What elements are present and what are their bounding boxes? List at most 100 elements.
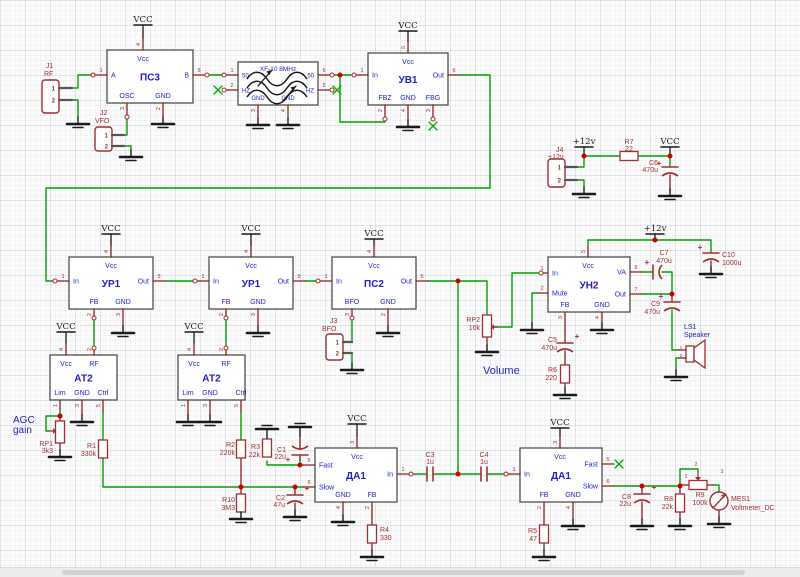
label-j2[interactable]: J2 — [100, 110, 108, 117]
label-c6[interactable]: C6 — [649, 160, 658, 167]
ground-symbol[interactable] — [245, 325, 271, 338]
label-c3[interactable]: C3 — [426, 452, 435, 459]
label-c10-value[interactable]: 1000u — [722, 260, 742, 267]
resistor-r7[interactable] — [619, 150, 639, 162]
label-volume[interactable]: Volume — [483, 365, 520, 377]
cap-c10[interactable]: + — [698, 243, 720, 263]
label-r9-value[interactable]: 100k — [692, 500, 708, 507]
resistor-r4[interactable] — [366, 524, 378, 544]
connector-j1[interactable]: 12 — [41, 79, 74, 114]
label-r4-value[interactable]: 330 — [380, 535, 392, 542]
label-c8-value[interactable]: 22u — [619, 501, 631, 508]
cap-c9[interactable]: + — [659, 292, 681, 312]
label-c4-value[interactable]: 1u — [480, 459, 488, 466]
ground-symbol[interactable] — [118, 149, 144, 162]
ground-symbol[interactable] — [531, 549, 557, 562]
label-c3-value[interactable]: 1u — [426, 459, 434, 466]
label-c7-value[interactable]: 470u — [656, 258, 672, 265]
wire[interactable] — [675, 357, 680, 371]
voltmeter-mes1[interactable] — [709, 491, 729, 511]
ground-symbol[interactable] — [698, 266, 724, 279]
ground-symbol[interactable] — [287, 422, 313, 437]
label-rp1-value[interactable]: 3k3 — [42, 448, 53, 455]
ground-symbol[interactable] — [47, 449, 73, 462]
label-mes1-value[interactable]: Voltmeter_DC — [731, 505, 775, 512]
label-r6[interactable]: R6 — [548, 367, 557, 374]
cap-c1[interactable]: + — [286, 445, 309, 464]
ground-symbol[interactable] — [667, 518, 693, 531]
label-r4[interactable]: R4 — [380, 527, 389, 534]
vcc-flag[interactable]: VCC — [397, 21, 418, 42]
pot-rp2[interactable] — [481, 314, 499, 338]
ground-symbol[interactable] — [589, 322, 615, 335]
resistor-r2[interactable] — [235, 439, 247, 459]
label-r8[interactable]: R8 — [664, 496, 673, 503]
vcc-flag[interactable]: VCC — [100, 224, 121, 246]
label-r7[interactable]: R7 — [625, 139, 634, 146]
wire[interactable] — [492, 272, 540, 328]
label-r10[interactable]: R10 — [222, 497, 235, 504]
wire[interactable] — [71, 99, 79, 118]
label-rp2[interactable]: RP2 — [466, 317, 480, 324]
label-ls1[interactable]: LS1 — [684, 324, 697, 331]
cap-c4[interactable] — [480, 466, 488, 482]
cap-c5[interactable]: + — [556, 332, 580, 353]
ground-symbol[interactable] — [110, 325, 136, 338]
label-j1-value[interactable]: RF — [44, 71, 53, 78]
label-agc-1[interactable]: AGC — [13, 415, 35, 426]
wire[interactable] — [679, 468, 699, 487]
ground-symbol[interactable] — [375, 325, 401, 338]
wire[interactable] — [123, 118, 128, 136]
label-c9[interactable]: C9 — [651, 301, 660, 308]
wire[interactable] — [712, 484, 720, 493]
ground-symbol[interactable] — [65, 116, 91, 129]
label-c1[interactable]: C1 — [277, 447, 286, 454]
label-r1-value[interactable]: 330k — [81, 451, 97, 458]
label-r6-value[interactable]: 220 — [545, 375, 557, 382]
label-r2[interactable]: R2 — [226, 442, 235, 449]
ground-symbol[interactable] — [339, 362, 365, 375]
label-c8[interactable]: C8 — [622, 494, 631, 501]
label-j2-value[interactable]: VFO — [95, 118, 110, 125]
label-c6-value[interactable]: 470u — [642, 167, 658, 174]
label-c2-value[interactable]: 47u — [273, 502, 285, 509]
vcc-flag[interactable]: VCC — [240, 224, 261, 246]
wire[interactable] — [531, 292, 539, 324]
ground-symbol[interactable] — [150, 116, 176, 129]
label-c5-value[interactable]: 470u — [541, 345, 557, 352]
ground-symbol[interactable] — [474, 344, 500, 357]
pot-r9[interactable] — [688, 471, 708, 491]
wire[interactable] — [71, 74, 93, 89]
ground-symbol[interactable] — [275, 117, 301, 130]
label-r2-value[interactable]: 220k — [220, 450, 236, 457]
label-r3-value[interactable]: 22k — [249, 452, 261, 459]
label-r1[interactable]: R1 — [87, 443, 96, 450]
label-r9[interactable]: R9 — [696, 492, 705, 499]
ground-symbol[interactable] — [560, 518, 586, 531]
wire[interactable] — [266, 460, 304, 466]
wire[interactable] — [576, 155, 585, 168]
ground-symbol[interactable] — [629, 518, 655, 531]
ground-symbol[interactable] — [663, 369, 689, 382]
resistor-r1[interactable] — [97, 439, 109, 459]
ground-symbol[interactable] — [254, 424, 280, 439]
connector-j2[interactable]: 12 — [94, 126, 126, 152]
vcc-flag[interactable]: VCC — [132, 15, 153, 39]
ground-symbol[interactable] — [519, 322, 545, 335]
label-j4-value[interactable]: +12v — [548, 154, 564, 161]
plus12v-flag[interactable]: +12v — [573, 137, 596, 157]
ground-symbol[interactable] — [245, 117, 271, 130]
label-agc-2[interactable]: gain — [13, 425, 32, 436]
connector-j4[interactable]: 12 — [547, 158, 579, 188]
resistor-r5[interactable] — [538, 524, 550, 544]
wire[interactable] — [45, 74, 491, 282]
wire[interactable] — [45, 415, 61, 432]
